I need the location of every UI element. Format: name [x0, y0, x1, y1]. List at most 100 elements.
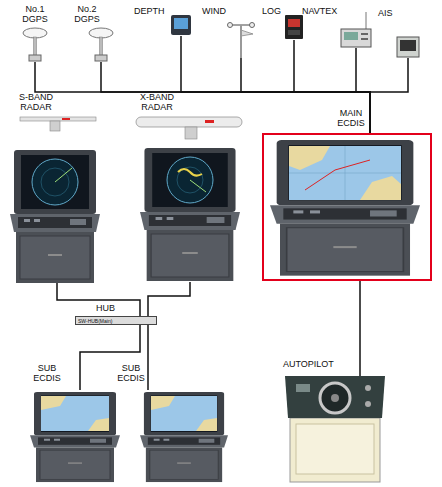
- ecdis-console: SUB ECDIS: [30, 390, 120, 482]
- device-label: SUB ECDIS: [114, 363, 148, 383]
- dgps-antenna: No.2 DGPS: [88, 28, 114, 62]
- navtex-art: [361, 38, 368, 40]
- cable-line: [101, 62, 370, 133]
- autopilot-art: [365, 401, 371, 407]
- main-ecdis-console-art: [345, 146, 346, 200]
- x-band-console-art: [178, 169, 202, 176]
- wind-sensor-art: [250, 23, 255, 28]
- radar-console: X-BAND RADAR: [135, 115, 242, 282]
- sub-ecdis-console-art: [30, 392, 228, 482]
- ais-art: [397, 37, 419, 57]
- main-ecdis-console-art: [360, 176, 401, 200]
- x-band-console-art: [140, 148, 240, 281]
- x-band-antenna-art: [185, 127, 197, 139]
- device-label: AIS: [378, 8, 400, 18]
- cable-line: [57, 283, 140, 316]
- main-ecdis-console-art: [270, 140, 420, 276]
- wind-sensor-art: [241, 30, 253, 36]
- ecdis-console: SUB ECDIS: [140, 390, 228, 482]
- main-ecdis-console-art: [305, 160, 370, 190]
- s-band-antenna-art: [50, 121, 60, 131]
- device-label: HUB: [96, 303, 126, 313]
- autopilot-art: [285, 376, 385, 482]
- ecdis-console: MAIN ECDIS: [262, 133, 432, 281]
- device-label: No.2 DGPS: [72, 4, 102, 24]
- wind-sensor-art: [240, 25, 242, 58]
- s-band-console-art: [32, 159, 78, 205]
- autopilot-art: [290, 418, 380, 482]
- s-band-antenna-art: [20, 117, 96, 121]
- navtex-art: [361, 33, 368, 35]
- navtex-art: [366, 12, 367, 29]
- dgps-antenna-art: [100, 37, 103, 56]
- dgps-antenna-art: [95, 55, 107, 61]
- s-band-console-art: [55, 168, 72, 182]
- wind-sensor: WIND: [228, 18, 254, 58]
- autopilot-art: [285, 376, 385, 418]
- autopilot-art: [320, 383, 350, 413]
- s-band-antenna-art: [20, 117, 96, 131]
- autopilot-stand: AUTOPILOT: [285, 376, 385, 482]
- device-label: NAVTEX: [302, 6, 342, 16]
- navtex-receiver: NAVTEX: [340, 28, 372, 48]
- cable-line: [370, 58, 408, 133]
- sub-ecdis-console-art: [41, 396, 109, 431]
- ais-art: [397, 37, 419, 57]
- speed-log-art: [285, 15, 303, 39]
- autopilot-art: [365, 385, 371, 391]
- sub-ecdis-console-art: [151, 396, 217, 431]
- model-label: SW-HUB(Main): [78, 318, 138, 324]
- s-band-console-art: [10, 150, 100, 283]
- s-band-antenna-art: [62, 118, 70, 120]
- device-label: SUB ECDIS: [30, 363, 64, 383]
- ais-unit: AIS: [396, 36, 420, 58]
- cable-line: [359, 281, 361, 376]
- device-label: WIND: [202, 6, 230, 16]
- depth-display-art: [171, 15, 191, 35]
- x-band-console-art: [190, 180, 206, 192]
- dgps-antenna-art: [34, 37, 37, 56]
- main-ecdis-console-art: [289, 146, 401, 200]
- device-label: S-BAND RADAR: [14, 92, 58, 112]
- dgps-antenna-art: [89, 28, 113, 38]
- x-band-antenna-art: [136, 117, 242, 127]
- x-band-console-art: [167, 157, 213, 203]
- device-label: MAIN ECDIS: [328, 108, 374, 128]
- depth-sounder: DEPTH: [170, 14, 192, 36]
- device-label: DEPTH: [134, 6, 168, 16]
- depth-display-art: [171, 15, 191, 35]
- dgps-antenna-art: [29, 55, 41, 61]
- navtex-art: [341, 12, 371, 47]
- wind-sensor-art: [228, 23, 233, 28]
- sub-ecdis-console-art: [196, 418, 217, 431]
- wind-sensor-art: [228, 23, 255, 59]
- speed-log-art: [285, 15, 303, 39]
- cable-line: [147, 325, 149, 390]
- network-hub: HUBSW-HUB(Main): [75, 316, 157, 325]
- sub-ecdis-console-art: [151, 396, 175, 410]
- sub-ecdis-console-art: [41, 396, 66, 410]
- cable-line: [148, 282, 190, 316]
- device-label: X-BAND RADAR: [133, 92, 181, 112]
- device-label: AUTOPILOT: [283, 359, 347, 369]
- sub-ecdis-console-art: [30, 392, 120, 482]
- speed-log-art: [288, 19, 300, 27]
- navtex-art: [344, 32, 358, 40]
- navtex-art: [341, 29, 371, 47]
- dgps-antenna-art: [23, 28, 47, 38]
- speed-log: LOG: [284, 14, 304, 40]
- autopilot-art: [296, 424, 374, 474]
- sub-ecdis-console-art: [140, 392, 228, 482]
- depth-display-art: [174, 18, 188, 29]
- radar-console: S-BAND RADAR: [10, 115, 100, 283]
- device-label: LOG: [262, 6, 284, 16]
- autopilot-art: [331, 394, 339, 402]
- x-band-antenna-art: [136, 117, 242, 139]
- speed-log-art: [288, 30, 300, 35]
- autopilot-art: [296, 384, 310, 392]
- ais-art: [400, 40, 416, 51]
- dgps-antenna-art: [23, 28, 113, 61]
